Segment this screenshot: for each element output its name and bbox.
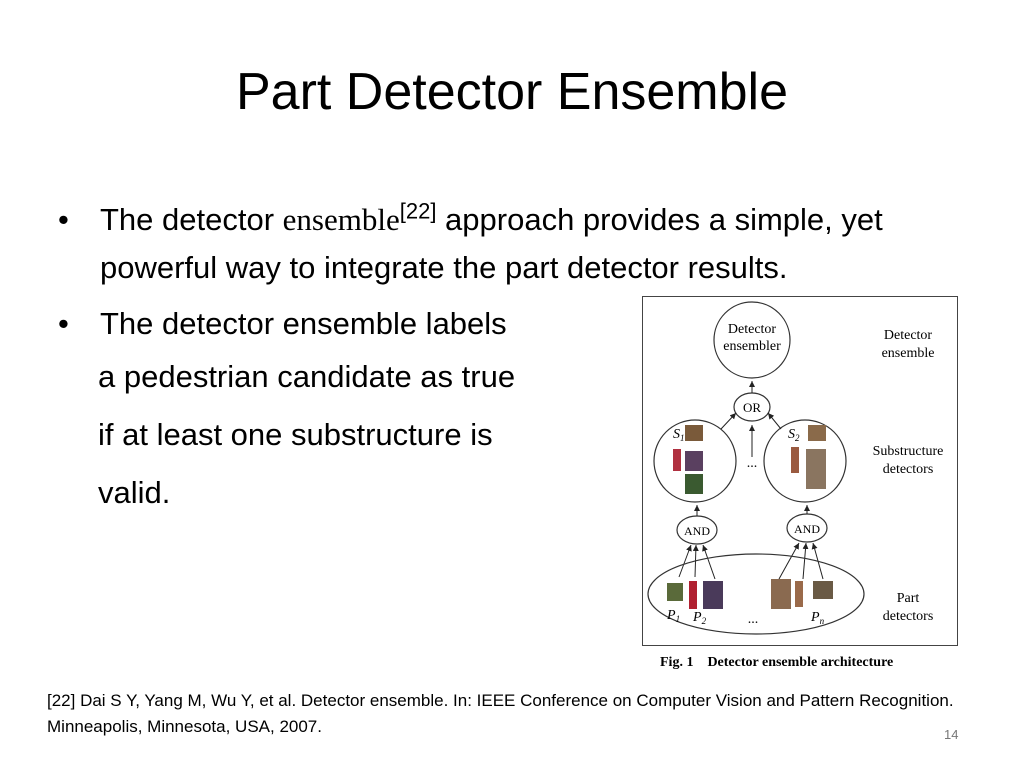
bullet-2-line-1: The detector ensemble labels [100,306,507,341]
s1-image-1 [685,425,703,441]
bullet-2-line-2: a pedestrian candidate as true [98,359,516,394]
bullet-dot: • [58,202,69,237]
part-detectors-node [647,553,865,635]
substructure-s1-node [653,419,737,503]
bullet-1: • The detector ensemble[22] approach pro… [58,196,898,292]
s2-image-2 [791,447,799,473]
part-image-5 [795,581,803,607]
bullet-dot: • [58,306,69,341]
side-ensemble-1: Detector [884,328,933,343]
slide-title: Part Detector Ensemble [235,63,789,121]
bottom-ellipsis: ... [748,612,759,627]
bullet-1-text-after: approach provides a simple, yet powerful… [100,202,883,285]
bullet-2: • The detector ensemble labels [58,300,898,348]
part-image-2 [689,581,697,609]
s2-image-3 [806,449,826,489]
and-label-right: AND [794,522,820,536]
architecture-figure: Detector ensembler OR S1 S2 ... AND AND [642,296,958,646]
bullet-2-line-3: if at least one substructure is [98,417,493,452]
s2-label: S2 [788,427,800,443]
page-number: 14 [944,727,959,742]
side-sub-1: Substructure [873,444,944,459]
s1-label: S1 [673,427,685,443]
side-part-2: detectors [883,609,934,624]
side-sub-2: detectors [883,462,934,477]
side-part-1: Part [897,591,920,606]
part-image-6 [813,581,833,599]
bullet-list: • The detector ensemble[22] approach pro… [58,196,898,522]
s1-image-2 [673,449,681,471]
or-label: OR [743,400,761,415]
s1-image-4 [685,474,703,494]
middle-ellipsis: ... [747,456,758,471]
ensembler-label-2: ensembler [723,339,781,354]
pn-label: Pn [810,610,825,626]
p2-label: P2 [692,610,707,626]
part-image-3 [703,581,723,609]
bullet-1-serif-word: ensemble [282,202,400,237]
p1-label: P1 [666,608,680,624]
figure-caption: Fig. 1 Detector ensemble architecture [660,655,894,670]
part-image-4 [771,579,791,609]
citation-marker: [22] [399,198,437,224]
side-ensemble-2: ensemble [882,346,935,361]
part-image-1 [667,583,683,601]
substructure-s2-node [763,419,847,503]
s1-image-3 [685,451,703,471]
ensembler-label-1: Detector [728,322,777,337]
ensembler-node [713,301,791,379]
bullet-1-text-before: The detector [100,202,283,237]
architecture-diagram: Detector ensembler OR S1 S2 ... AND AND [647,301,944,635]
and-label-left: AND [684,524,710,538]
bullet-2-line-4: valid. [98,475,171,510]
reference: [22] Dai S Y, Yang M, Wu Y, et al. Detec… [47,691,954,736]
s2-image-1 [808,425,826,441]
